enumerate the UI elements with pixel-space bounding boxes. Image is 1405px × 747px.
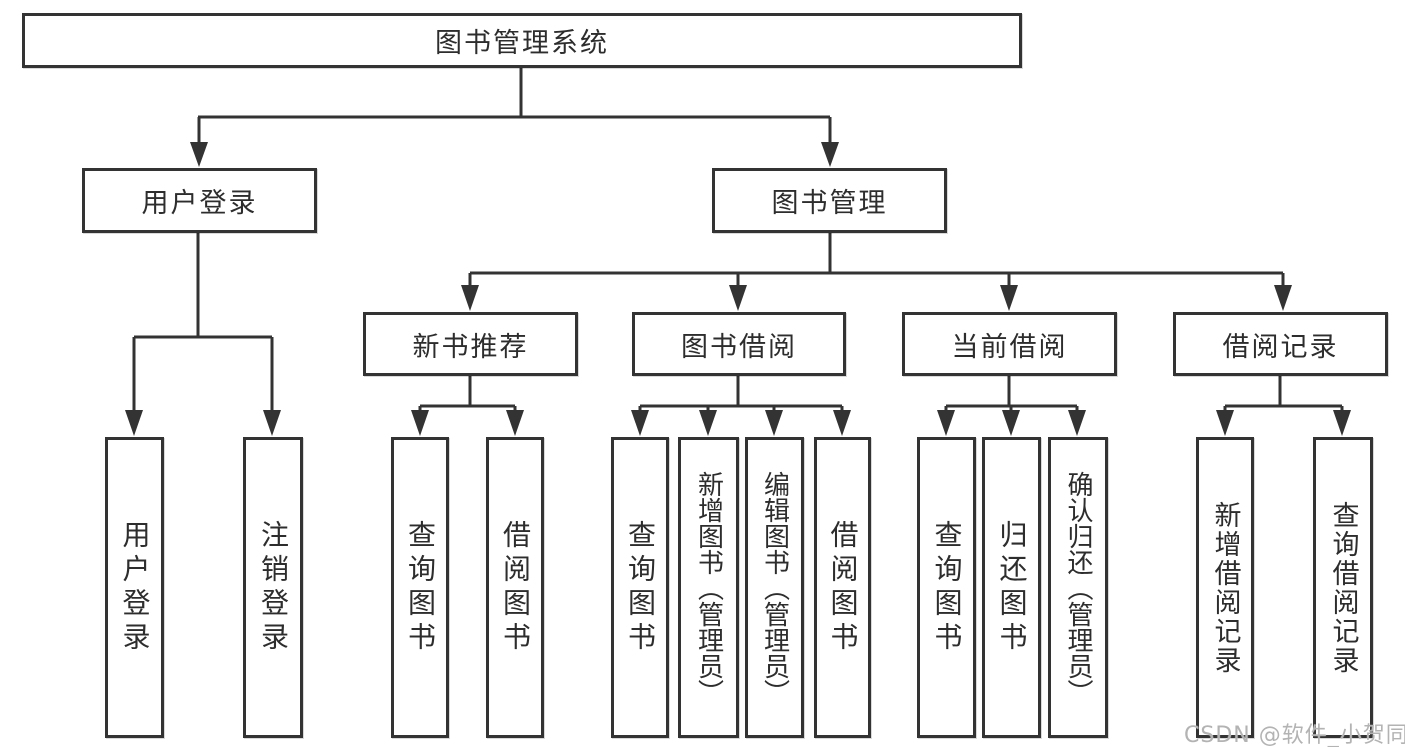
leaf-user-login-label: 用户登录 (118, 519, 152, 656)
node-book-borrow-label: 图书借阅 (681, 331, 797, 363)
node-new-book-recommend: 新书推荐 (363, 312, 578, 376)
connector-records-to-leaves (1216, 376, 1351, 436)
connector-root-to-level2 (190, 68, 839, 167)
connector-borrow-to-leaves (631, 376, 851, 436)
leaf-query-borrow-record-label: 查询借阅记录 (1327, 500, 1359, 675)
node-book-management-label: 图书管理 (771, 188, 888, 219)
leaf-add-book-admin-label: 新增图书（管理员） (693, 470, 724, 705)
node-borrow-records-label: 借阅记录 (1222, 331, 1339, 363)
leaf-add-borrow-record: 新增借阅记录 (1196, 437, 1254, 738)
leaf-add-book-admin: 新增图书（管理员） (678, 437, 739, 738)
leaf-add-borrow-record-label: 新增借阅记录 (1209, 500, 1241, 675)
leaf-return-book: 归还图书 (982, 437, 1041, 738)
leaf-query-books-borrow-label: 查询图书 (624, 519, 657, 656)
node-book-borrow: 图书借阅 (632, 312, 846, 376)
leaf-borrow-books: 借阅图书 (814, 437, 871, 738)
leaf-return-book-label: 归还图书 (995, 519, 1029, 656)
leaf-query-books-recommend: 查询图书 (391, 437, 449, 738)
node-user-login-label: 用户登录 (141, 188, 258, 219)
leaf-borrow-books-recommend-label: 借阅图书 (499, 519, 532, 656)
leaf-query-books-recommend-label: 查询图书 (404, 519, 437, 656)
node-library-system-label: 图书管理系统 (435, 28, 609, 59)
connector-recommend-to-leaves (411, 376, 524, 436)
leaf-borrow-books-recommend: 借阅图书 (486, 437, 544, 738)
leaf-logout-label: 注销登录 (257, 519, 290, 656)
node-book-management: 图书管理 (712, 168, 947, 233)
node-user-login: 用户登录 (82, 168, 317, 233)
leaf-query-books-borrow: 查询图书 (611, 437, 669, 738)
connector-mgmt-to-level3 (461, 233, 1292, 311)
leaf-query-books-current: 查询图书 (917, 437, 976, 738)
csdn-watermark: CSDN @软件_小贺同学 (1184, 723, 1405, 747)
node-new-book-recommend-label: 新书推荐 (412, 331, 529, 363)
connector-login-to-leaves (125, 232, 281, 436)
node-current-borrow-label: 当前借阅 (951, 331, 1068, 363)
connector-current-to-leaves (937, 376, 1086, 436)
leaf-logout: 注销登录 (243, 437, 303, 738)
node-borrow-records: 借阅记录 (1173, 312, 1388, 376)
leaf-query-borrow-record: 查询借阅记录 (1313, 437, 1373, 738)
node-library-system: 图书管理系统 (22, 13, 1022, 68)
leaf-query-books-current-label: 查询图书 (930, 519, 964, 656)
leaf-edit-book-admin-label: 编辑图书（管理员） (759, 470, 790, 705)
leaf-borrow-books-label: 借阅图书 (826, 519, 860, 656)
leaf-edit-book-admin: 编辑图书（管理员） (745, 437, 804, 738)
leaf-user-login: 用户登录 (105, 437, 164, 738)
leaf-confirm-return-admin-label: 确认归还（管理员） (1063, 470, 1093, 705)
leaf-confirm-return-admin: 确认归还（管理员） (1048, 437, 1108, 738)
node-current-borrow: 当前借阅 (902, 312, 1117, 376)
